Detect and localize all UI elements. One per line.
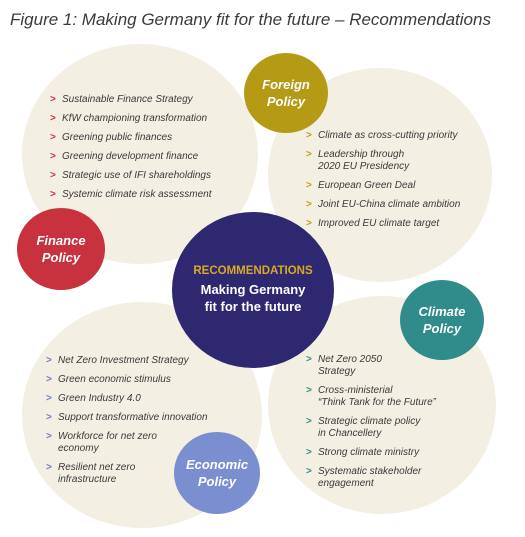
list-item: > Support transformative innovation [46,412,241,424]
list-item: > Green economic stimulus [46,374,241,386]
list-item-text: Sustainable Finance Strategy [62,94,193,105]
list-item-text: Joint EU-China climate ambition [318,199,461,210]
bullet-marker: > [306,447,312,458]
bullet-marker: > [306,385,312,396]
bullet-marker: > [306,180,312,191]
list-item: > Joint EU-China climate ambition [306,199,486,211]
bullet-marker: > [306,416,312,427]
list-item: > Resilient net zero infrastructure [46,462,241,486]
recommendations-heading: RECOMMENDATIONS [193,265,313,277]
list-item-text: Improved EU climate target [318,218,440,229]
foreign-items-list: > Climate as cross-cutting priority > Leade… [306,130,486,237]
list-item: > Net Zero Investment Strategy [46,355,241,367]
list-item: > Leadership through 2020 EU Presidency [306,149,486,173]
list-item: > Net Zero 2050 Strategy [306,354,486,378]
list-item-text: Green economic stimulus [58,374,171,385]
finance-policy-label: Finance Policy [36,233,86,265]
list-item-text: Net Zero 2050 Strategy [318,354,382,377]
bullet-marker: > [46,374,52,385]
list-item: > Strong climate ministry [306,447,486,459]
list-item-text: Strong climate ministry [318,447,420,458]
climate-policy-circle: Climate Policy [400,280,484,360]
bullet-marker: > [306,199,312,210]
figure-title: Figure 1: Making Germany fit for the fut… [10,10,491,29]
list-item-text: Strategic climate policy in Chancellery [318,416,421,439]
finance-policy-circle: Finance Policy [17,208,105,290]
list-item: > Sustainable Finance Strategy [50,94,250,106]
list-item: > Systemic climate risk assessment [50,189,250,201]
economic-policy-label: Economic Policy [185,457,249,489]
list-item-text: Greening public finances [62,132,173,143]
list-item: > Green Industry 4.0 [46,393,241,405]
list-item: > Systematic stakeholder engagement [306,466,486,490]
list-item: > Greening development finance [50,151,250,163]
list-item-text: Climate as cross-cutting priority [318,130,458,141]
bullet-marker: > [50,170,56,181]
list-item: > KfW championing transformation [50,113,250,125]
finance-items-list: > Sustainable Finance Strategy > KfW champi… [50,94,250,208]
list-item-text: KfW championing transformation [62,113,208,124]
list-item: > Cross-ministerial “Think Tank for the F… [306,385,486,409]
list-item: > Strategic use of IFI shareholdings [50,170,250,182]
list-item-text: Leadership through 2020 EU Presidency [318,149,410,172]
bullet-marker: > [50,94,56,105]
list-item-text: Strategic use of IFI shareholdings [62,170,211,181]
list-item: > Greening public finances [50,132,250,144]
bullet-marker: > [306,354,312,365]
list-item: > Climate as cross-cutting priority [306,130,486,142]
bullet-marker: > [46,462,52,473]
foreign-policy-label: Foreign Policy [262,77,310,109]
list-item-text: Cross-ministerial “Think Tank for the Fu… [318,385,437,408]
list-item-text: Support transformative innovation [58,412,208,423]
bullet-marker: > [50,151,56,162]
list-item-text: Resilient net zero infrastructure [58,462,136,485]
bullet-marker: > [306,466,312,477]
economic-policy-circle: Economic Policy [174,432,260,514]
list-item: > European Green Deal [306,180,486,192]
bullet-marker: > [46,412,52,423]
recommendations-subtitle: Making Germany fit for the future [200,282,306,314]
list-item-text: Greening development finance [62,151,199,162]
bullet-marker: > [46,393,52,404]
bullet-marker: > [50,113,56,124]
climate-policy-label: Climate Policy [418,304,466,336]
list-item-text: Green Industry 4.0 [58,393,141,404]
bullet-marker: > [50,132,56,143]
list-item-text: Systematic stakeholder engagement [318,466,422,489]
bullet-marker: > [306,218,312,229]
climate-items-list: > Net Zero 2050 Strategy > Cross-ministeria… [306,354,486,497]
list-item-text: Systemic climate risk assessment [62,189,212,200]
list-item: > Strategic climate policy in Chancellery [306,416,486,440]
bullet-marker: > [306,130,312,141]
bullet-marker: > [46,355,52,366]
list-item-text: Workforce for net zero economy [58,431,157,454]
list-item-text: Net Zero Investment Strategy [58,355,189,366]
foreign-policy-circle: Foreign Policy [244,53,328,133]
bullet-marker: > [46,431,52,442]
economic-items-list: > Net Zero Investment Strategy > Green econ… [46,355,241,493]
list-item: > Improved EU climate target [306,218,486,230]
list-item-text: European Green Deal [318,180,416,191]
list-item: > Workforce for net zero economy [46,431,241,455]
bullet-marker: > [306,149,312,160]
recommendations-center-circle: RECOMMENDATIONS Making Germany fit for t… [172,212,334,368]
bullet-marker: > [50,189,56,200]
